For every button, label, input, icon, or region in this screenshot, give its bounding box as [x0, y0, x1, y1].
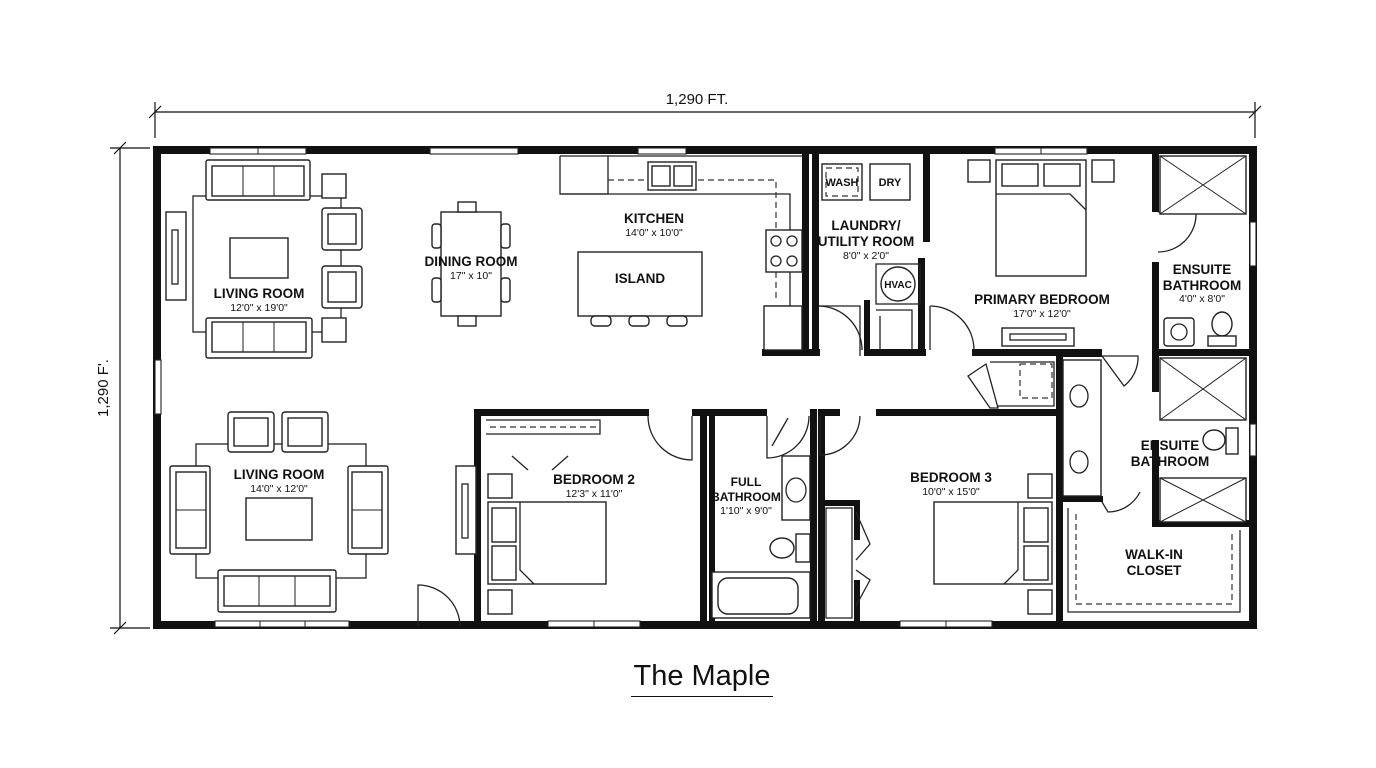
toilet [769, 537, 795, 559]
washer [821, 163, 863, 201]
primary-bedroom-dims: 17'0" x 12'0" [1013, 308, 1071, 320]
dining-room-dims: 17" x 10" [450, 270, 492, 282]
plan-title-text: The Maple [631, 660, 773, 697]
living-room-1-dims: 12'0" x 19'0" [230, 302, 288, 314]
hvac-label: HVAC [884, 280, 912, 291]
kitchen-counters [559, 155, 803, 351]
hvac-unit [880, 266, 916, 302]
bedroom-3-dims: 10'0" x 15'0" [922, 486, 980, 498]
ensuite-2-name-line1: ENSUITE [1141, 438, 1200, 453]
dining-room-name: DINING ROOM [425, 254, 518, 269]
ensuite-1-fixtures [1159, 155, 1247, 347]
fridge [763, 305, 803, 351]
island [577, 251, 703, 317]
living-room-2-name: LIVING ROOM [234, 467, 325, 482]
nightstand [1027, 589, 1053, 615]
bedroom-3-furniture [825, 473, 1053, 619]
dresser [1001, 327, 1075, 347]
walk-in-closet-shelves [1067, 508, 1241, 613]
dining-set [431, 201, 511, 327]
ensuite-1-dims: 4'0" x 8'0" [1179, 293, 1225, 305]
laundry-fixtures [821, 163, 921, 350]
full-bathroom-name-line1: FULL [731, 475, 762, 489]
width-dimension-line [148, 102, 1262, 138]
interior-walls [474, 152, 1252, 624]
stove [765, 229, 803, 273]
bedroom-3-name: BEDROOM 3 [910, 470, 992, 485]
full-bathroom-fixtures [711, 455, 811, 619]
nightstand [487, 589, 513, 615]
walk-in-closet-name-line1: WALK-IN [1125, 547, 1183, 562]
side-table [321, 173, 347, 199]
full-bathroom-dims: 1'10" x 9'0" [720, 505, 772, 517]
plan-title: The Maple [0, 660, 1376, 697]
walk-in-closet-name-line2: CLOSET [1127, 563, 1183, 578]
full-bathroom-name-line2: BATHROOM [711, 490, 781, 504]
ensuite-2-name-line2: BATHROOM [1131, 454, 1210, 469]
coffee-table-2 [245, 497, 313, 541]
nightstand [487, 473, 513, 499]
kitchen-dims: 14'0" x 10'0" [625, 227, 683, 239]
tv-unit-1 [165, 211, 187, 301]
nightstand [967, 159, 991, 183]
dryer [869, 163, 911, 201]
dryer-label: DRY [879, 177, 902, 189]
nightstand [1027, 473, 1053, 499]
bedroom-2-dims: 12'3" x 11'0" [566, 488, 623, 500]
living-room-1-furniture [165, 159, 363, 359]
vanity-sinks [1062, 359, 1102, 497]
living-room-2-furniture [169, 411, 477, 613]
side-table [321, 317, 347, 343]
washer-label: WASH [826, 177, 859, 189]
kitchen-name: KITCHEN [624, 211, 684, 226]
door-swings [417, 211, 1197, 627]
primary-bedroom-name: PRIMARY BEDROOM [974, 292, 1110, 307]
living-room-2-dims: 14'0" x 12'0" [250, 483, 308, 495]
height-dimension-line [110, 141, 150, 635]
laundry-dims: 8'0" x 2'0" [843, 250, 889, 262]
nightstand [1091, 159, 1115, 183]
tv-unit-2 [455, 465, 477, 555]
toilet [1211, 311, 1233, 337]
bedroom-2-furniture [486, 419, 607, 615]
windows [154, 147, 1257, 628]
width-dimension-label: 1,290 FT. [666, 91, 729, 108]
primary-bedroom-furniture [967, 159, 1115, 407]
laundry-name-line2: UTILITY ROOM [818, 234, 915, 249]
laundry-name-line1: LAUNDRY/ [831, 218, 900, 233]
ensuite-2-fixtures [1159, 357, 1247, 523]
coffee-table-1 [229, 237, 289, 279]
toilet [1202, 429, 1226, 451]
ensuite-1-name-line1: ENSUITE [1173, 262, 1232, 277]
ensuite-1-name-line2: BATHROOM [1163, 278, 1242, 293]
height-dimension-label: 1,290 F'. [95, 359, 112, 417]
bedroom-2-name: BEDROOM 2 [553, 472, 635, 487]
island-label: ISLAND [615, 271, 666, 286]
living-room-1-name: LIVING ROOM [214, 286, 305, 301]
